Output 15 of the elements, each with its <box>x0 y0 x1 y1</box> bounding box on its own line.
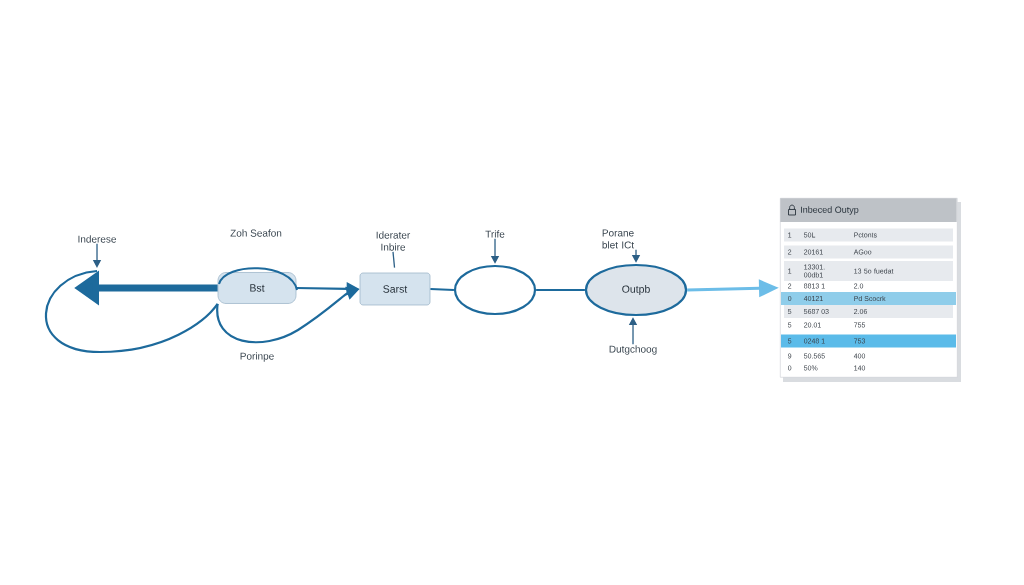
callout-label: Dutgchoog <box>609 345 657 355</box>
oval-shape <box>453 264 537 316</box>
process-box: Bst <box>217 267 298 304</box>
leader-line <box>392 251 396 269</box>
callout-label: Inderese <box>78 235 116 243</box>
callout-label: Zoh Seafon <box>230 229 282 237</box>
connector-line <box>430 287 454 292</box>
callout-label: Iderater Inbire <box>376 231 411 251</box>
loop-line <box>44 269 219 354</box>
process-box: Sarst <box>359 272 431 306</box>
table-header: Inbeced Outyp <box>780 198 957 222</box>
annotation-text: Porinpe <box>240 352 274 362</box>
callout-label: Trife <box>485 230 505 238</box>
connector-line <box>536 288 585 292</box>
callout-label: Porane blet ICt <box>602 229 635 249</box>
